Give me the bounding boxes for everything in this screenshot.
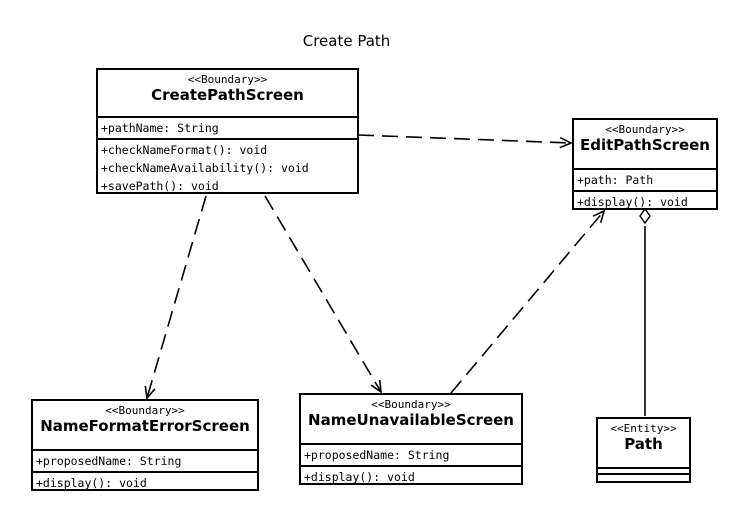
stereotype-label: <<Entity>> <box>610 422 677 435</box>
operations-section: +display(): void <box>33 471 257 493</box>
class-path[interactable]: <<Entity>> Path <box>596 417 691 483</box>
attributes-section: +path: Path <box>574 168 716 190</box>
class-name: NameUnavailableScreen <box>308 411 514 429</box>
class-name-unavailable-screen[interactable]: <<Boundary>> NameUnavailableScreen +prop… <box>299 393 523 485</box>
operations-section: +checkNameFormat(): void +checkNameAvail… <box>98 138 357 196</box>
stereotype-label: <<Boundary>> <box>605 123 685 136</box>
stereotype-label: <<Boundary>> <box>371 398 451 411</box>
attribute: +pathName: String <box>101 121 219 135</box>
stereotype-label: <<Boundary>> <box>105 404 185 417</box>
class-name: NameFormatErrorScreen <box>40 417 250 435</box>
attributes-section: +proposedName: String <box>33 449 257 471</box>
attribute: +proposedName: String <box>304 448 450 462</box>
dependency-unavailable-to-edit <box>450 209 606 394</box>
stereotype-label: <<Boundary>> <box>187 73 268 86</box>
class-name: EditPathScreen <box>580 136 710 154</box>
dependency-create-to-edit <box>357 134 573 149</box>
dependency-create-to-format-error <box>144 195 207 400</box>
attributes-section: +proposedName: String <box>301 443 521 465</box>
class-name-format-error-screen[interactable]: <<Boundary>> NameFormatErrorScreen +prop… <box>31 399 259 491</box>
class-name: CreatePathScreen <box>151 86 304 104</box>
operations-section: +display(): void <box>574 190 716 212</box>
aggregation-diamond <box>639 207 651 225</box>
operation: +display(): void <box>304 470 415 484</box>
attributes-section: +pathName: String <box>98 116 357 138</box>
class-edit-path-screen[interactable]: <<Boundary>> EditPathScreen +path: Path … <box>572 118 718 210</box>
attributes-section <box>598 467 689 473</box>
class-create-path-screen[interactable]: <<Boundary>> CreatePathScreen +pathName:… <box>96 68 359 194</box>
attribute: +path: Path <box>577 173 654 187</box>
attribute: +proposedName: String <box>36 454 182 468</box>
class-name: Path <box>624 435 663 453</box>
operations-section: +display(): void <box>301 465 521 487</box>
diagram-title: Create Path <box>302 32 391 50</box>
operation: +display(): void <box>577 195 688 209</box>
operations-section <box>598 473 689 479</box>
dependency-create-to-unavailable <box>264 195 382 394</box>
operation: +checkNameFormat(): void <box>101 143 268 157</box>
operation: +savePath(): void <box>101 179 219 193</box>
operation: +display(): void <box>36 476 147 490</box>
operation: +checkNameAvailability(): void <box>101 161 309 175</box>
